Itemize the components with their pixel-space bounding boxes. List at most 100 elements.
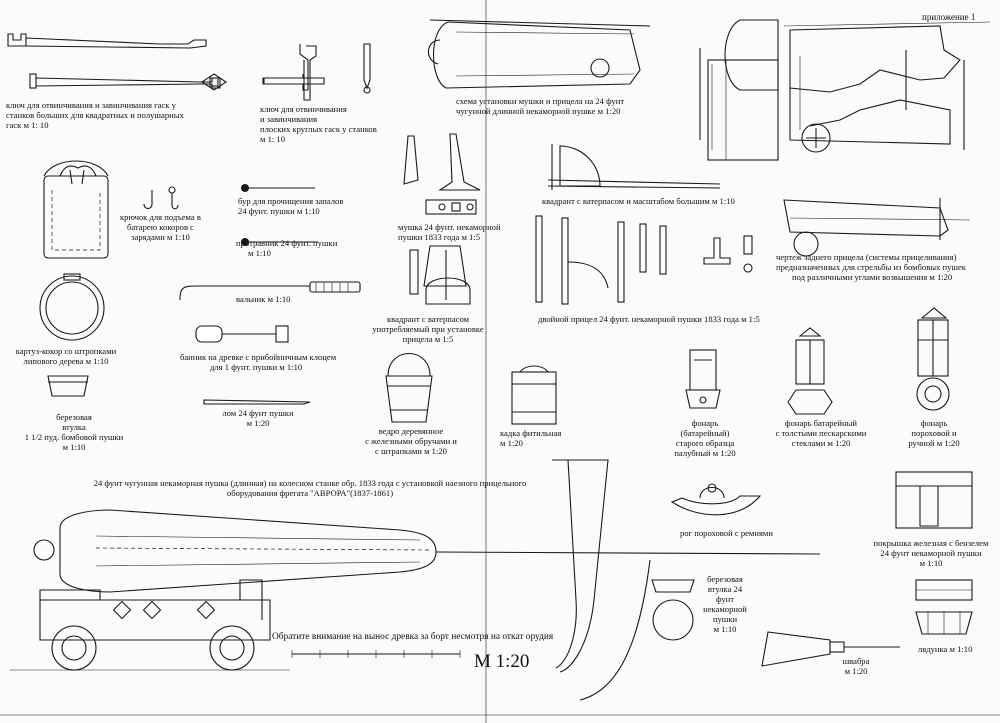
label-line: 1 1/2 пуд. бомбовой пушки	[24, 432, 124, 442]
label-line: с толстыми пескарскими	[775, 428, 867, 438]
rammer-drawing	[179, 281, 361, 301]
label-line: м 1: 10	[260, 134, 286, 144]
drill-drawing	[241, 184, 318, 246]
label-line: ключ для отвинчивания	[260, 104, 347, 114]
powder-horn-drawing	[670, 483, 762, 516]
label-line: палубный м 1:20	[674, 448, 736, 458]
label-rear-sight-drawing: чертеж заднего прицела (системы прицелив…	[776, 252, 966, 282]
label-line: чугунной длинной некаморной пушке м 1:20	[456, 106, 621, 116]
label-line: фунт	[715, 594, 734, 604]
mop-drawing	[761, 631, 900, 667]
label-key-large: ключ для отвинчивания и завинчивания гас…	[6, 100, 184, 130]
match-tub-drawing	[511, 365, 557, 425]
label-line: квадрант с ватерпасом и масштабом больши…	[542, 196, 735, 206]
rear-sight-system-drawing	[783, 198, 971, 257]
label-line: пушки	[712, 614, 738, 624]
birch-sleeve-24-drawing	[651, 579, 695, 641]
label-line: втулка 24	[707, 584, 743, 594]
label-main-gun: 24 фунт чугунная некаморная пушка (длинн…	[60, 478, 560, 498]
label-line: квадрант с ватерпасом	[386, 314, 470, 324]
label-line: пушки 1833 года м 1:5	[398, 232, 481, 242]
label-lantern-old: фонарь (батарейный) старого образца палу…	[660, 418, 750, 458]
label-birch-sleeve-small: березовая втулка 1 1/2 пуд. бомбовой пуш…	[14, 412, 134, 452]
label-line: м 1:10	[919, 558, 943, 568]
label-crowbar: лом 24 фунт пушки м 1:20	[210, 408, 306, 428]
birch-sleeve-small-drawing	[47, 375, 89, 397]
lantern-battery-drawing	[787, 327, 833, 415]
appendix-label: приложение 1	[922, 12, 976, 22]
label-double-sight: двойной прицел 24 фунт. некаморной пушки…	[538, 314, 760, 324]
label-line: гаск м 1: 10	[6, 120, 49, 130]
key-round-drawing	[262, 43, 371, 101]
label-line: фонарь	[691, 418, 719, 428]
double-sight-drawing	[535, 215, 753, 305]
label-line: 24 фунт. пушки м 1:10	[238, 206, 320, 216]
label-line: старого образца	[675, 438, 735, 448]
sight-scheme-drawing	[427, 19, 651, 89]
label-line: картуз-кокор со штропками	[15, 346, 117, 356]
label-line: стеклами м 1:20	[791, 438, 851, 448]
cartridge-case-drawing	[43, 160, 109, 259]
label-line: для 1 фунт. пушки м 1:10	[210, 362, 303, 372]
label-key-round: ключ для отвинчивания и завинчивания пло…	[260, 104, 377, 144]
bucket-drawing	[385, 353, 433, 423]
label-line: м 1:10	[62, 442, 86, 452]
label-line: с железными обручами и	[365, 436, 457, 446]
label-line: ключ для отвинчивания и завинчивания гас…	[6, 100, 176, 110]
label-line: (батарейный)	[680, 428, 730, 438]
label-quadrant-sight: квадрант с ватерпасом употребляемый при …	[366, 314, 490, 344]
label-line: втулка	[62, 422, 86, 432]
key-large-drawing	[7, 33, 227, 91]
label-sight-scheme: схема установки мушки и прицела на 24 фу…	[456, 96, 624, 116]
label-line: швабра	[842, 656, 870, 666]
label-sponge: банник на древке с прибойничным клоцем д…	[180, 352, 336, 372]
label-match-tub: кадка фитильная м 1:20	[500, 428, 561, 448]
rear-sight-breech-drawing	[783, 21, 991, 153]
label-line: покрышка железная с бензелем	[873, 538, 989, 548]
cartridge-ring-drawing	[39, 273, 105, 341]
label-line: под различными углами возвышения м 1:20	[792, 272, 953, 282]
sight-stand-drawing	[699, 19, 779, 161]
label-lantern-battery: фонарь батарейный с толстыми пескарскими…	[766, 418, 876, 448]
label-pricker: протравник 24 фунт. пушки м 1:10	[236, 238, 337, 258]
label-line: кадка фитильная	[500, 428, 562, 438]
label-birch-sleeve-24: березовая втулка 24 фунт некаморной пушк…	[696, 574, 754, 634]
quadrant-level-drawing	[547, 144, 721, 190]
label-line: крючок для подъема в	[120, 212, 201, 222]
label-line: схема установки мушки и прицела на 24 фу…	[456, 96, 625, 106]
label-line: станков больших для квадратных и полушар…	[6, 110, 184, 120]
label-line: протравник 24 фунт. пушки	[236, 238, 338, 248]
label-line: и завинчивания	[260, 114, 318, 124]
label-line: батарею кокоров с	[126, 222, 194, 232]
scale-bar-drawing	[291, 650, 461, 658]
label-line: плоских круглых гаск у станков	[260, 124, 377, 134]
label-line: ведро деревянное	[378, 426, 444, 436]
label-line: оборудования фрегата "АВРОРА"(1837-1861)	[226, 488, 394, 498]
label-powder-horn: рог пороховой с ремнями	[680, 528, 773, 538]
label-line: чертеж заднего прицела (системы прицелив…	[776, 252, 957, 262]
scale-label: М 1:20	[474, 651, 530, 672]
ladle-drawing	[915, 579, 973, 635]
label-line: 24 фунт некаморной пушки	[880, 548, 982, 558]
label-iron-cover: покрышка железная с бензелем 24 фунт нек…	[866, 538, 996, 568]
hull-line-drawing	[552, 459, 651, 701]
front-sight-drawing	[403, 133, 481, 215]
label-note: Обратите внимание на вынос древка за бор…	[272, 632, 554, 642]
label-line: березовая	[56, 412, 92, 422]
label-bucket: ведро деревянное с железными обручами и …	[348, 426, 474, 456]
label-line: некаморной	[703, 604, 747, 614]
label-line: фонарь	[920, 418, 948, 428]
label-hook: крючок для подъема в батарею кокоров с з…	[120, 212, 201, 242]
label-line: бур для прочищения запалов	[238, 196, 344, 206]
label-line: м 1:20	[500, 438, 523, 448]
label-line: пороховой и	[911, 428, 957, 438]
label-line: м 1:20	[844, 666, 868, 676]
label-line: употребляемый при установке	[372, 324, 484, 334]
label-line: фонарь батарейный	[785, 418, 857, 428]
label-lantern-powder: фонарь пороховой и ручной м 1:20	[894, 418, 974, 448]
label-quadrant-level: квадрант с ватерпасом и масштабом больши…	[542, 196, 735, 206]
label-line: м 1:20	[246, 418, 270, 428]
label-line: ручной м 1:20	[908, 438, 960, 448]
label-drill: бур для прочищения запалов 24 фунт. пушк…	[238, 196, 343, 216]
